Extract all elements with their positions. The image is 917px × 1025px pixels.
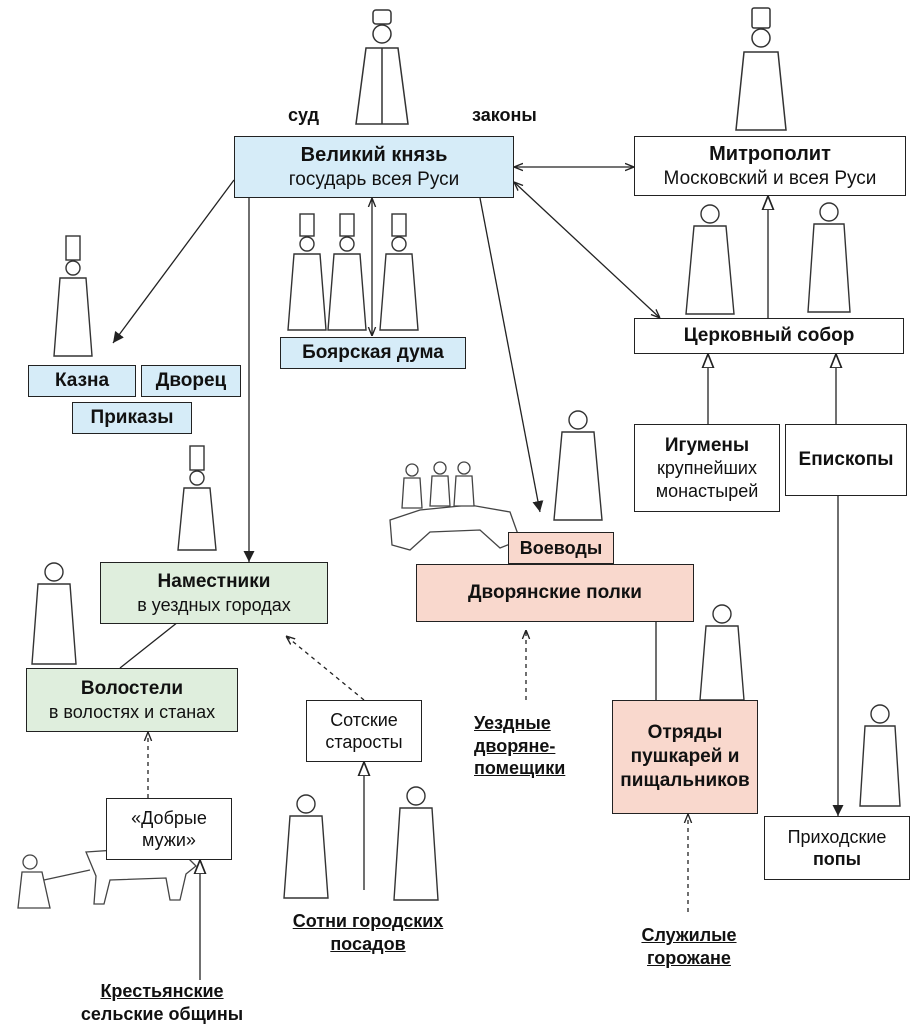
metropolitan-figure xyxy=(736,8,786,130)
hundreds-label: Сотни городских посадов xyxy=(268,910,468,955)
church-council-box: Церковный собор xyxy=(634,318,904,354)
gunners-line2: пушкарей и xyxy=(631,745,740,769)
good-men-line1: «Добрые xyxy=(131,807,207,830)
sotskie-line1: Сотские xyxy=(330,709,398,732)
servicemen-line1: Служилые xyxy=(624,924,754,947)
gunners-line3: пищальников xyxy=(620,769,749,793)
grand-prince-figure xyxy=(356,10,408,124)
church-council-title: Церковный собор xyxy=(684,324,855,348)
servicemen-label: Служилые горожане xyxy=(624,924,754,969)
metropolitan-title: Митрополит xyxy=(709,142,831,167)
peasants-line2: сельские общины xyxy=(72,1003,252,1025)
grand-prince-title: Великий князь xyxy=(301,143,448,168)
treasury-title: Казна xyxy=(55,369,109,393)
grand-prince-box: Великий князь государь всея Руси xyxy=(234,136,514,198)
abbots-box: Игумены крупнейших монастырей xyxy=(634,424,780,512)
bishop-figure xyxy=(686,205,734,314)
voevody-title: Воеводы xyxy=(520,537,602,560)
namestniki-title: Наместники xyxy=(158,570,271,594)
servicemen-line2: горожане xyxy=(624,947,754,970)
boyar-figures xyxy=(288,214,418,330)
abbots-line2: монастырей xyxy=(656,480,759,503)
boyar-duma-title: Боярская дума xyxy=(302,341,444,365)
bishops-box: Епископы xyxy=(785,424,907,496)
treasury-official-figure xyxy=(54,236,92,356)
uezd-nobles-label: Уездные дворяне- помещики xyxy=(474,712,565,780)
bishops-title: Епископы xyxy=(799,448,894,472)
namestniki-box: Наместники в уездных городах xyxy=(100,562,328,624)
treasury-box: Казна xyxy=(28,365,136,397)
volosteli-title: Волостели xyxy=(81,677,183,701)
volosteli-subtitle: в волостях и станах xyxy=(49,701,215,724)
namestniki-subtitle: в уездных городах xyxy=(137,594,291,617)
volosteli-box: Волостели в волостях и станах xyxy=(26,668,238,732)
metropolitan-box: Митрополит Московский и всея Руси xyxy=(634,136,906,196)
palace-box: Дворец xyxy=(141,365,241,397)
good-men-line2: мужи» xyxy=(142,829,196,852)
namestnik-figure xyxy=(178,446,216,550)
gunners-line1: Отряды xyxy=(648,721,723,745)
peasants-label: Крестьянские сельские общины xyxy=(72,980,252,1025)
cavalry-figures xyxy=(390,462,520,550)
good-men-box: «Добрые мужи» xyxy=(106,798,232,860)
parish-line1: Приходские xyxy=(788,826,887,849)
palace-title: Дворец xyxy=(156,369,226,393)
laws-label: законы xyxy=(472,104,537,127)
court-label: суд xyxy=(288,104,319,127)
uezd-nobles-line2: дворяне- xyxy=(474,735,565,758)
prikazy-box: Приказы xyxy=(72,402,192,434)
noble-regiments-title: Дворянские полки xyxy=(468,581,642,605)
parish-line2: попы xyxy=(813,848,861,871)
voevody-box: Воеводы xyxy=(508,532,614,564)
metropolitan-subtitle: Московский и всея Руси xyxy=(664,167,877,191)
sotskie-line2: старосты xyxy=(325,731,402,754)
volostel-figure xyxy=(32,563,76,664)
sotskie-box: Сотские старосты xyxy=(306,700,422,762)
abbots-line1: крупнейших xyxy=(657,457,757,480)
hundreds-line2: посадов xyxy=(268,933,468,956)
uezd-nobles-line1: Уездные xyxy=(474,712,565,735)
parish-priest-figure xyxy=(860,705,900,806)
grand-prince-subtitle: государь всея Руси xyxy=(289,168,459,192)
uezd-nobles-line3: помещики xyxy=(474,757,565,780)
priest-figure xyxy=(808,203,850,312)
gunner-figure xyxy=(700,605,744,700)
parish-priests-box: Приходские попы xyxy=(764,816,910,880)
peasants-line1: Крестьянские xyxy=(72,980,252,1003)
noble-regiments-box: Дворянские полки xyxy=(416,564,694,622)
abbots-title: Игумены xyxy=(665,434,749,458)
townspeople-figures xyxy=(284,787,438,900)
boyar-duma-box: Боярская дума xyxy=(280,337,466,369)
prikazy-title: Приказы xyxy=(91,406,174,430)
gunners-box: Отряды пушкарей и пищальников xyxy=(612,700,758,814)
hundreds-line1: Сотни городских xyxy=(268,910,468,933)
voevoda-figure xyxy=(554,411,602,520)
